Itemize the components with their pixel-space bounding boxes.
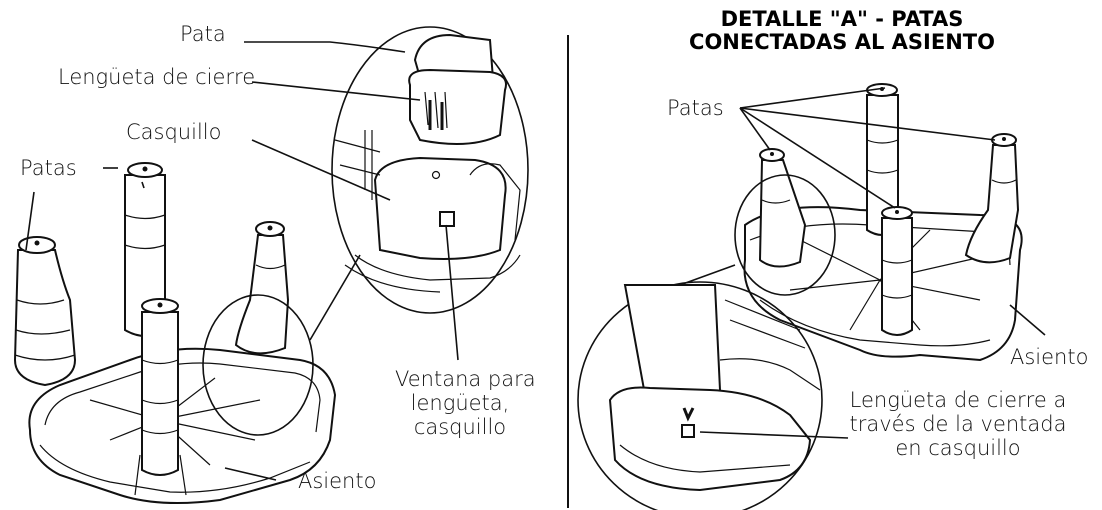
detail-circle-right [734, 174, 836, 296]
leg-front-left [13, 236, 77, 387]
label-asiento-left: Asiento [298, 469, 377, 493]
leg-center [134, 298, 187, 496]
detail-circle-left [202, 294, 314, 436]
label-pata: Pata [180, 22, 226, 46]
label-casquillo: Casquillo [126, 120, 222, 144]
label-ventana-line3: casquillo [413, 415, 507, 440]
label-lengueta-ventada: Lengüeta de cierre a través de la ventad… [842, 388, 1074, 460]
right-seat-assembly [734, 83, 1046, 362]
label-lengueta-ventada-line2: través de la ventada [849, 412, 1067, 437]
leg-right [234, 221, 290, 355]
detail-title-line2: CONECTADAS AL ASIENTO [689, 30, 995, 55]
label-ventana-line2: lengüeta, [410, 391, 510, 416]
magnified-detail-right [577, 264, 849, 510]
label-asiento-right: Asiento [1010, 345, 1089, 369]
label-lengueta-ventada-line1: Lengüeta de cierre a [849, 388, 1067, 412]
leg-back-left [124, 162, 166, 337]
label-ventana-line1: Ventana para [395, 367, 536, 391]
label-lengueta-cierre: Lengüeta de cierre [58, 65, 256, 89]
detail-title-line1: DETALLE "A" - PATAS [720, 7, 964, 31]
left-seat-assembly [13, 162, 337, 505]
label-patas-left: Patas [20, 156, 77, 180]
magnified-detail-left [244, 26, 529, 361]
label-lengueta-ventada-line3: en casquillo [895, 436, 1021, 461]
detail-title: DETALLE "A" - PATAS CONECTADAS AL ASIENT… [632, 7, 1052, 55]
label-ventana: Ventana para lengüeta, casquillo [395, 367, 536, 440]
label-patas-right: Patas [667, 96, 724, 120]
